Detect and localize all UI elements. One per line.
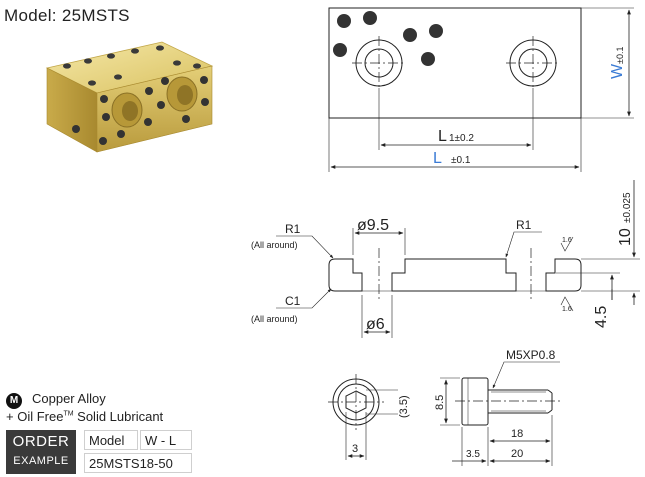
screw-hex: 3 — [352, 443, 358, 455]
screw-head-height: (3.5) — [398, 395, 410, 418]
model-title: Model: 25MSTS — [4, 6, 130, 25]
r1-left-note: (All around) — [251, 240, 298, 250]
roughness-top: 1.6 — [562, 237, 572, 244]
screw-thread: M5XP0.8 — [506, 348, 556, 362]
material-line2-suffix: Solid Lubricant — [73, 409, 164, 424]
dim-depth: 4.5 — [593, 306, 610, 328]
r1-left-label: R1 — [285, 222, 301, 236]
dim-w-label: W — [609, 63, 626, 79]
order-header-wl: W - L — [140, 430, 192, 450]
screw-head-dia: 8.5 — [434, 395, 446, 410]
order-example-value: 25MSTS18-50 — [84, 453, 192, 473]
material-line1: Copper Alloy — [32, 391, 106, 406]
dim-l-label: L — [433, 150, 442, 167]
c1-label: C1 — [285, 294, 301, 308]
material-icon: M — [6, 393, 22, 409]
order-example: ORDER EXAMPLE Model W - L 25MSTS18-50 — [6, 430, 192, 474]
section-view — [276, 180, 640, 338]
top-view — [328, 7, 634, 172]
screw-total-len: 20 — [511, 448, 523, 460]
roughness-bottom: 1.6 — [562, 306, 572, 313]
dim-w-tol: ±0.1 — [615, 47, 625, 64]
c1-note: (All around) — [251, 314, 298, 324]
dim-height-tol: ±0.025 — [622, 192, 633, 223]
order-badge: ORDER EXAMPLE — [6, 430, 76, 474]
trademark-mark: TM — [63, 410, 74, 418]
order-badge-line2: EXAMPLE — [13, 455, 69, 467]
material-line2-prefix: + Oil Free — [6, 409, 64, 424]
dim-l1-tol: 1±0.2 — [449, 133, 474, 144]
dim-l1-label: L — [438, 128, 447, 145]
dim-l-tol: ±0.1 — [451, 155, 471, 166]
order-header-model: Model — [84, 430, 138, 450]
product-render — [45, 41, 214, 153]
dim-dia-bottom: ø6 — [366, 316, 385, 333]
order-badge-line1: ORDER — [12, 433, 70, 450]
screw-thread-len: 18 — [511, 428, 523, 440]
screw-head-len: 3.5 — [466, 449, 480, 460]
material-line2: + Oil FreeTM Solid Lubricant — [6, 409, 163, 424]
dim-dia-top: ø9.5 — [357, 217, 389, 234]
screw-views — [328, 361, 560, 466]
r1-right-label: R1 — [516, 218, 532, 232]
dim-height: 10 — [617, 228, 634, 246]
